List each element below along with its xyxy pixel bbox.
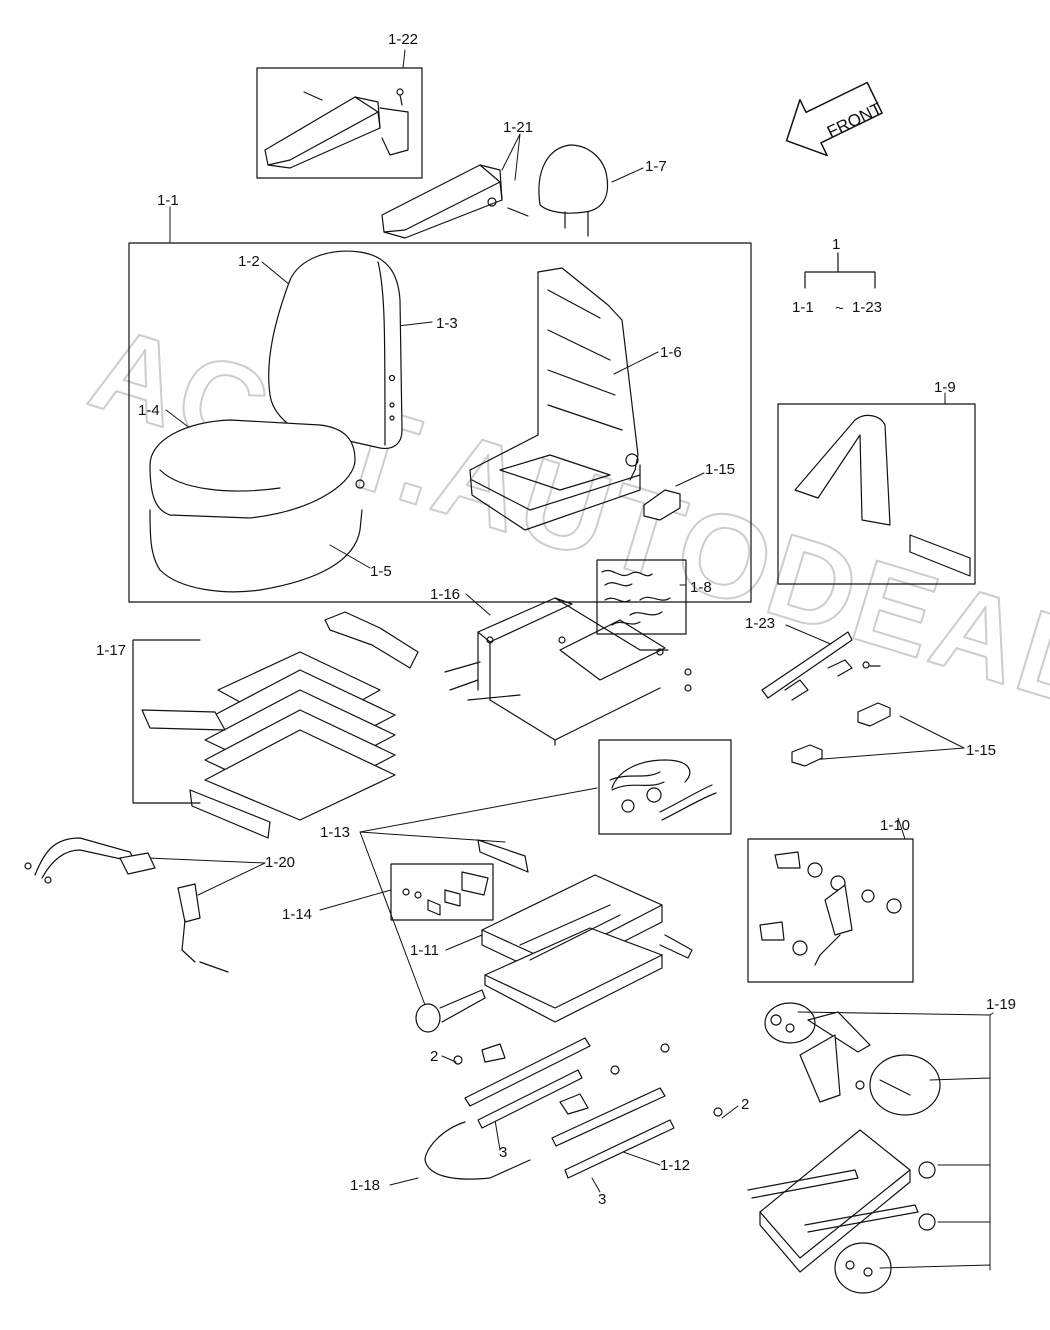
bracket-kit-icon	[402, 871, 489, 916]
callout-1-1: 1-1	[157, 192, 179, 209]
spring-assembly-icon	[477, 759, 717, 873]
callout-1-8: 1-8	[690, 579, 712, 596]
seat-cushion-icon	[149, 419, 365, 593]
callout-1-21: 1-21	[503, 119, 534, 136]
tilt-base-plate-icon	[747, 1129, 936, 1294]
armrest-left-icon	[264, 88, 409, 169]
callout-1-15-right: 1-15	[966, 742, 997, 759]
box-1-10	[747, 838, 914, 983]
scissor-base-icon	[481, 874, 693, 1023]
callout-1-22: 1-22	[388, 31, 419, 48]
callout-1-7: 1-7	[645, 158, 667, 175]
front-arrow-icon	[785, 81, 883, 157]
adjust-knob-icon	[415, 989, 486, 1033]
seat-rails-icon	[453, 1037, 723, 1179]
shock-absorber-icon	[759, 851, 902, 966]
callout-1-18: 1-18	[350, 1177, 381, 1194]
backrest-icon	[268, 250, 403, 450]
slide-rail-icon	[761, 631, 881, 701]
suspension-mechanism-icon	[444, 597, 692, 746]
callout-2-left: 2	[430, 1048, 439, 1065]
springs-icon	[601, 570, 671, 626]
tree-to-label: 1-23	[852, 299, 883, 316]
seat-strap-icon	[794, 414, 971, 577]
tree-from-label: 1-1	[792, 299, 814, 316]
callout-1-6: 1-6	[660, 344, 682, 361]
callout-1-2: 1-2	[238, 253, 260, 270]
tree-parent-label: 1	[832, 236, 841, 253]
callout-1-5: 1-5	[370, 563, 392, 580]
callout-1-20: 1-20	[265, 854, 296, 871]
callout-1-3: 1-3	[436, 315, 458, 332]
callout-1-10: 1-10	[880, 817, 911, 834]
box-1-22	[256, 67, 423, 179]
tree-lines	[804, 252, 876, 289]
callout-1-19: 1-19	[986, 996, 1017, 1013]
seat-frame-icon	[469, 267, 641, 531]
box-1-9	[777, 403, 976, 585]
callout-1-9: 1-9	[934, 379, 956, 396]
callout-1-14: 1-14	[282, 906, 313, 923]
callout-3-left: 3	[499, 1144, 508, 1161]
bumper-block-icon	[643, 489, 891, 767]
callout-1-11: 1-11	[410, 942, 439, 959]
callout-2-right: 2	[741, 1096, 750, 1113]
callout-3-bottom: 3	[598, 1191, 607, 1208]
callout-1-13: 1-13	[320, 824, 351, 841]
bracket-1-17	[132, 639, 201, 804]
callout-1-23: 1-23	[745, 615, 776, 632]
headrest-icon	[538, 144, 609, 237]
callout-1-17: 1-17	[96, 642, 127, 659]
callout-1-12: 1-12	[660, 1157, 691, 1174]
box-1-14	[390, 863, 494, 921]
callout-1-4: 1-4	[138, 402, 160, 419]
callout-1-16: 1-16	[430, 586, 461, 603]
seat-belt-icon	[24, 837, 229, 973]
box-1-1	[128, 242, 752, 603]
armrest-right-icon	[381, 164, 529, 239]
callout-1-15-top: 1-15	[705, 461, 736, 478]
tree-tilde: ~	[835, 300, 844, 317]
box-1-13-springs	[598, 739, 732, 835]
base-frame-icon	[141, 611, 419, 839]
tilt-bracket-icon	[764, 1002, 941, 1116]
release-handle-icon	[424, 1121, 531, 1180]
